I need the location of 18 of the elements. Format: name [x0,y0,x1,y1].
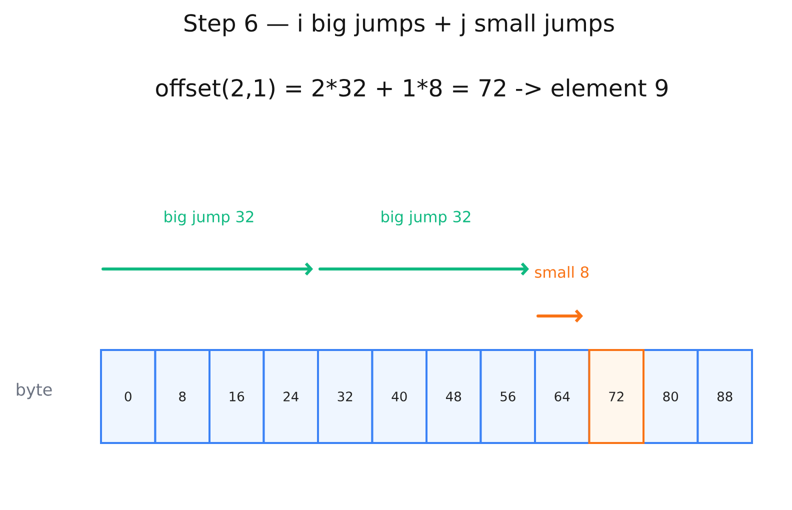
memory-cell: 40 [371,349,428,444]
memory-cell: 72 [588,349,644,444]
memory-cell: 48 [426,349,482,444]
memory-cell: 32 [317,349,374,444]
memory-cell: 56 [480,349,536,444]
arrow-label: big jump 32 [382,210,470,226]
memory-cell: 16 [208,349,265,444]
memory-cell: 88 [696,349,753,444]
memory-cell: 0 [100,349,156,444]
memory-cell: 80 [642,349,699,444]
arrow-label: small 8 [535,266,588,278]
memory-cell: 8 [154,349,211,444]
arrow-label: big jump 32 [164,210,254,226]
memory-cell: 24 [262,349,319,444]
memory-cell: 64 [534,349,590,444]
title: Step 6 — i big jumps + j small jumps [184,14,614,36]
row-label: byte [16,382,52,400]
subtitle: offset(2,1) = 2*32 + 1*8 = 72 -> element 9 [156,78,668,100]
